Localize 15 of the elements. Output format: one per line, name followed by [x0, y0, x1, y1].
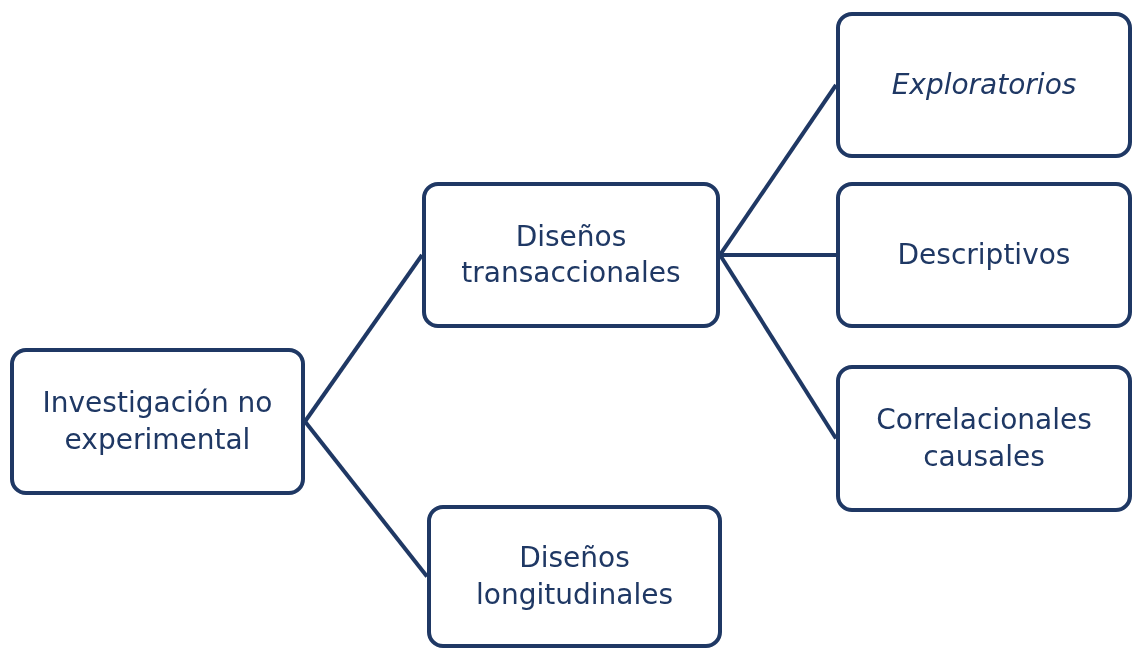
connector-line: [303, 253, 424, 423]
rounded-box: [427, 505, 722, 648]
connector-line: [720, 253, 836, 257]
rounded-box: [836, 365, 1132, 512]
box-label: Descriptivos: [897, 236, 1071, 273]
connector-line: [303, 420, 429, 578]
rounded-box: [836, 12, 1132, 158]
box-label: Correlacionales causales: [875, 402, 1093, 475]
box-label: Diseños longitudinales: [475, 540, 674, 613]
rounded-box: [836, 182, 1132, 328]
box-label: Exploratorios: [891, 66, 1077, 103]
box-label: Investigación no experimental: [41, 385, 274, 458]
rounded-box: [10, 348, 305, 495]
rounded-box: [422, 182, 720, 328]
box-label: Diseños transaccionales: [460, 218, 682, 291]
